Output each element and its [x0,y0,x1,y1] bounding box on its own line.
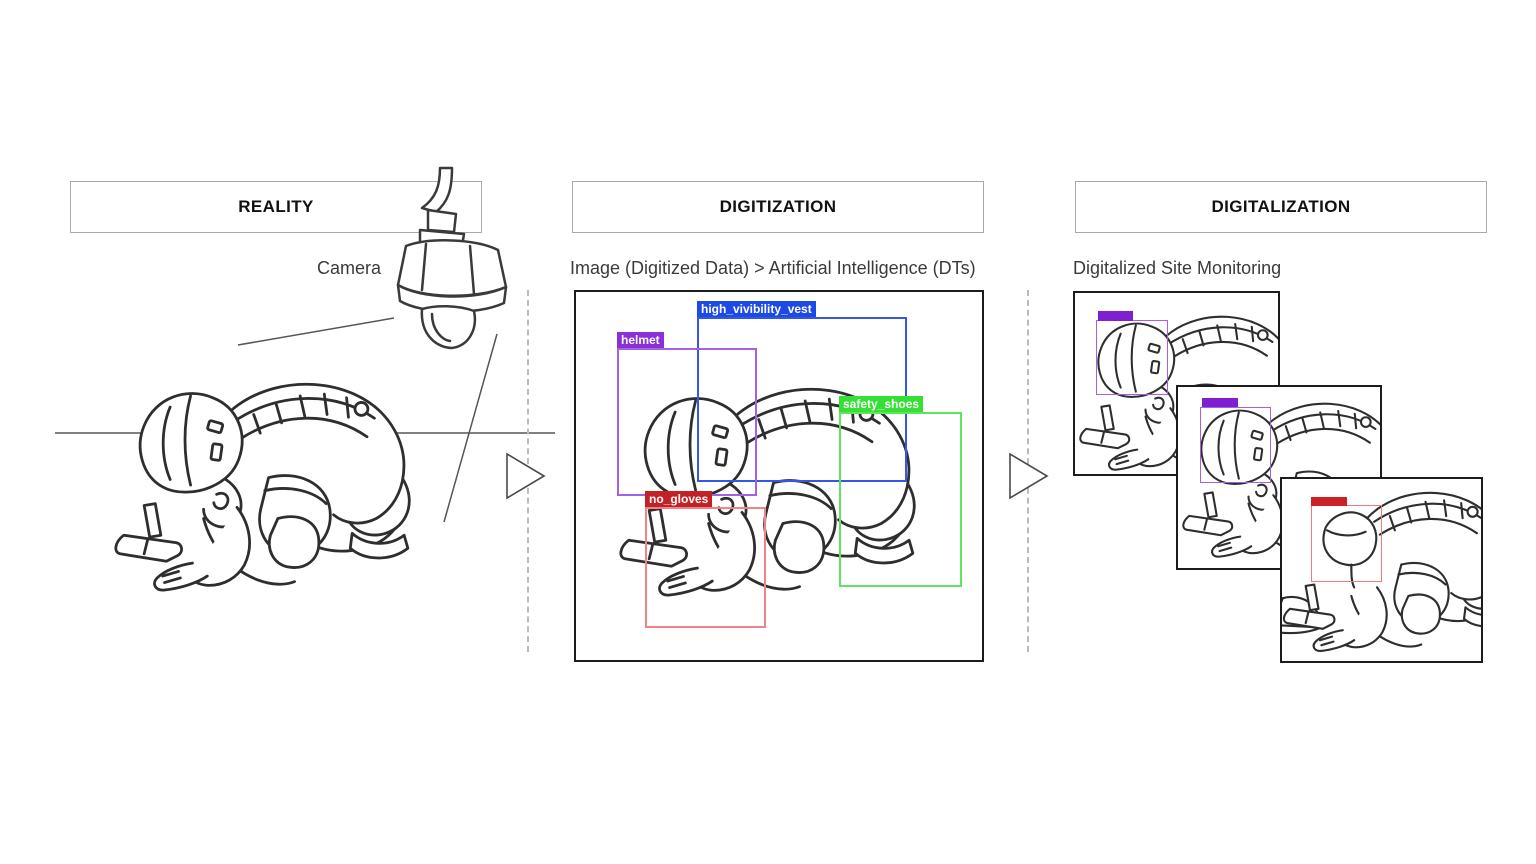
frame-1-tag [1098,311,1133,321]
worker-illustration [114,382,411,592]
digitalization-title: DIGITALIZATION [1211,197,1351,216]
digitalization-caption: Digitalized Site Monitoring [1073,258,1282,278]
frame-3-tag [1311,497,1347,506]
frame-2-bbox [1200,407,1271,483]
flow-arrow-icon-2 [1009,452,1049,500]
detection-label-no-gloves: no_gloves [645,491,713,507]
bbox-safety-shoes [839,412,962,587]
reality-title: REALITY [238,197,314,216]
frame-3-bbox [1311,505,1382,582]
bbox-helmet [617,348,757,496]
reality-header: REALITY [70,181,482,233]
camera-label: Camera [317,258,382,278]
bbox-no-gloves [645,507,766,628]
digitalization-header: DIGITALIZATION [1075,181,1487,233]
frame-1-bbox [1096,320,1168,395]
frame-2-tag [1202,398,1238,407]
detection-label-high-vivibility-vest: high_vivibility_vest [697,301,816,317]
monitoring-frame-3 [1280,477,1483,663]
camera-icon [396,166,508,350]
detection-label-safety-shoes: safety_shoes [839,396,924,412]
detection-label-helmet: helmet [617,332,664,348]
digitization-header: DIGITIZATION [572,181,984,233]
digitization-caption: Image (Digitized Data) > Artificial Inte… [570,258,976,278]
flow-arrow-icon-1 [506,452,546,500]
digitization-title: DIGITIZATION [719,197,837,216]
